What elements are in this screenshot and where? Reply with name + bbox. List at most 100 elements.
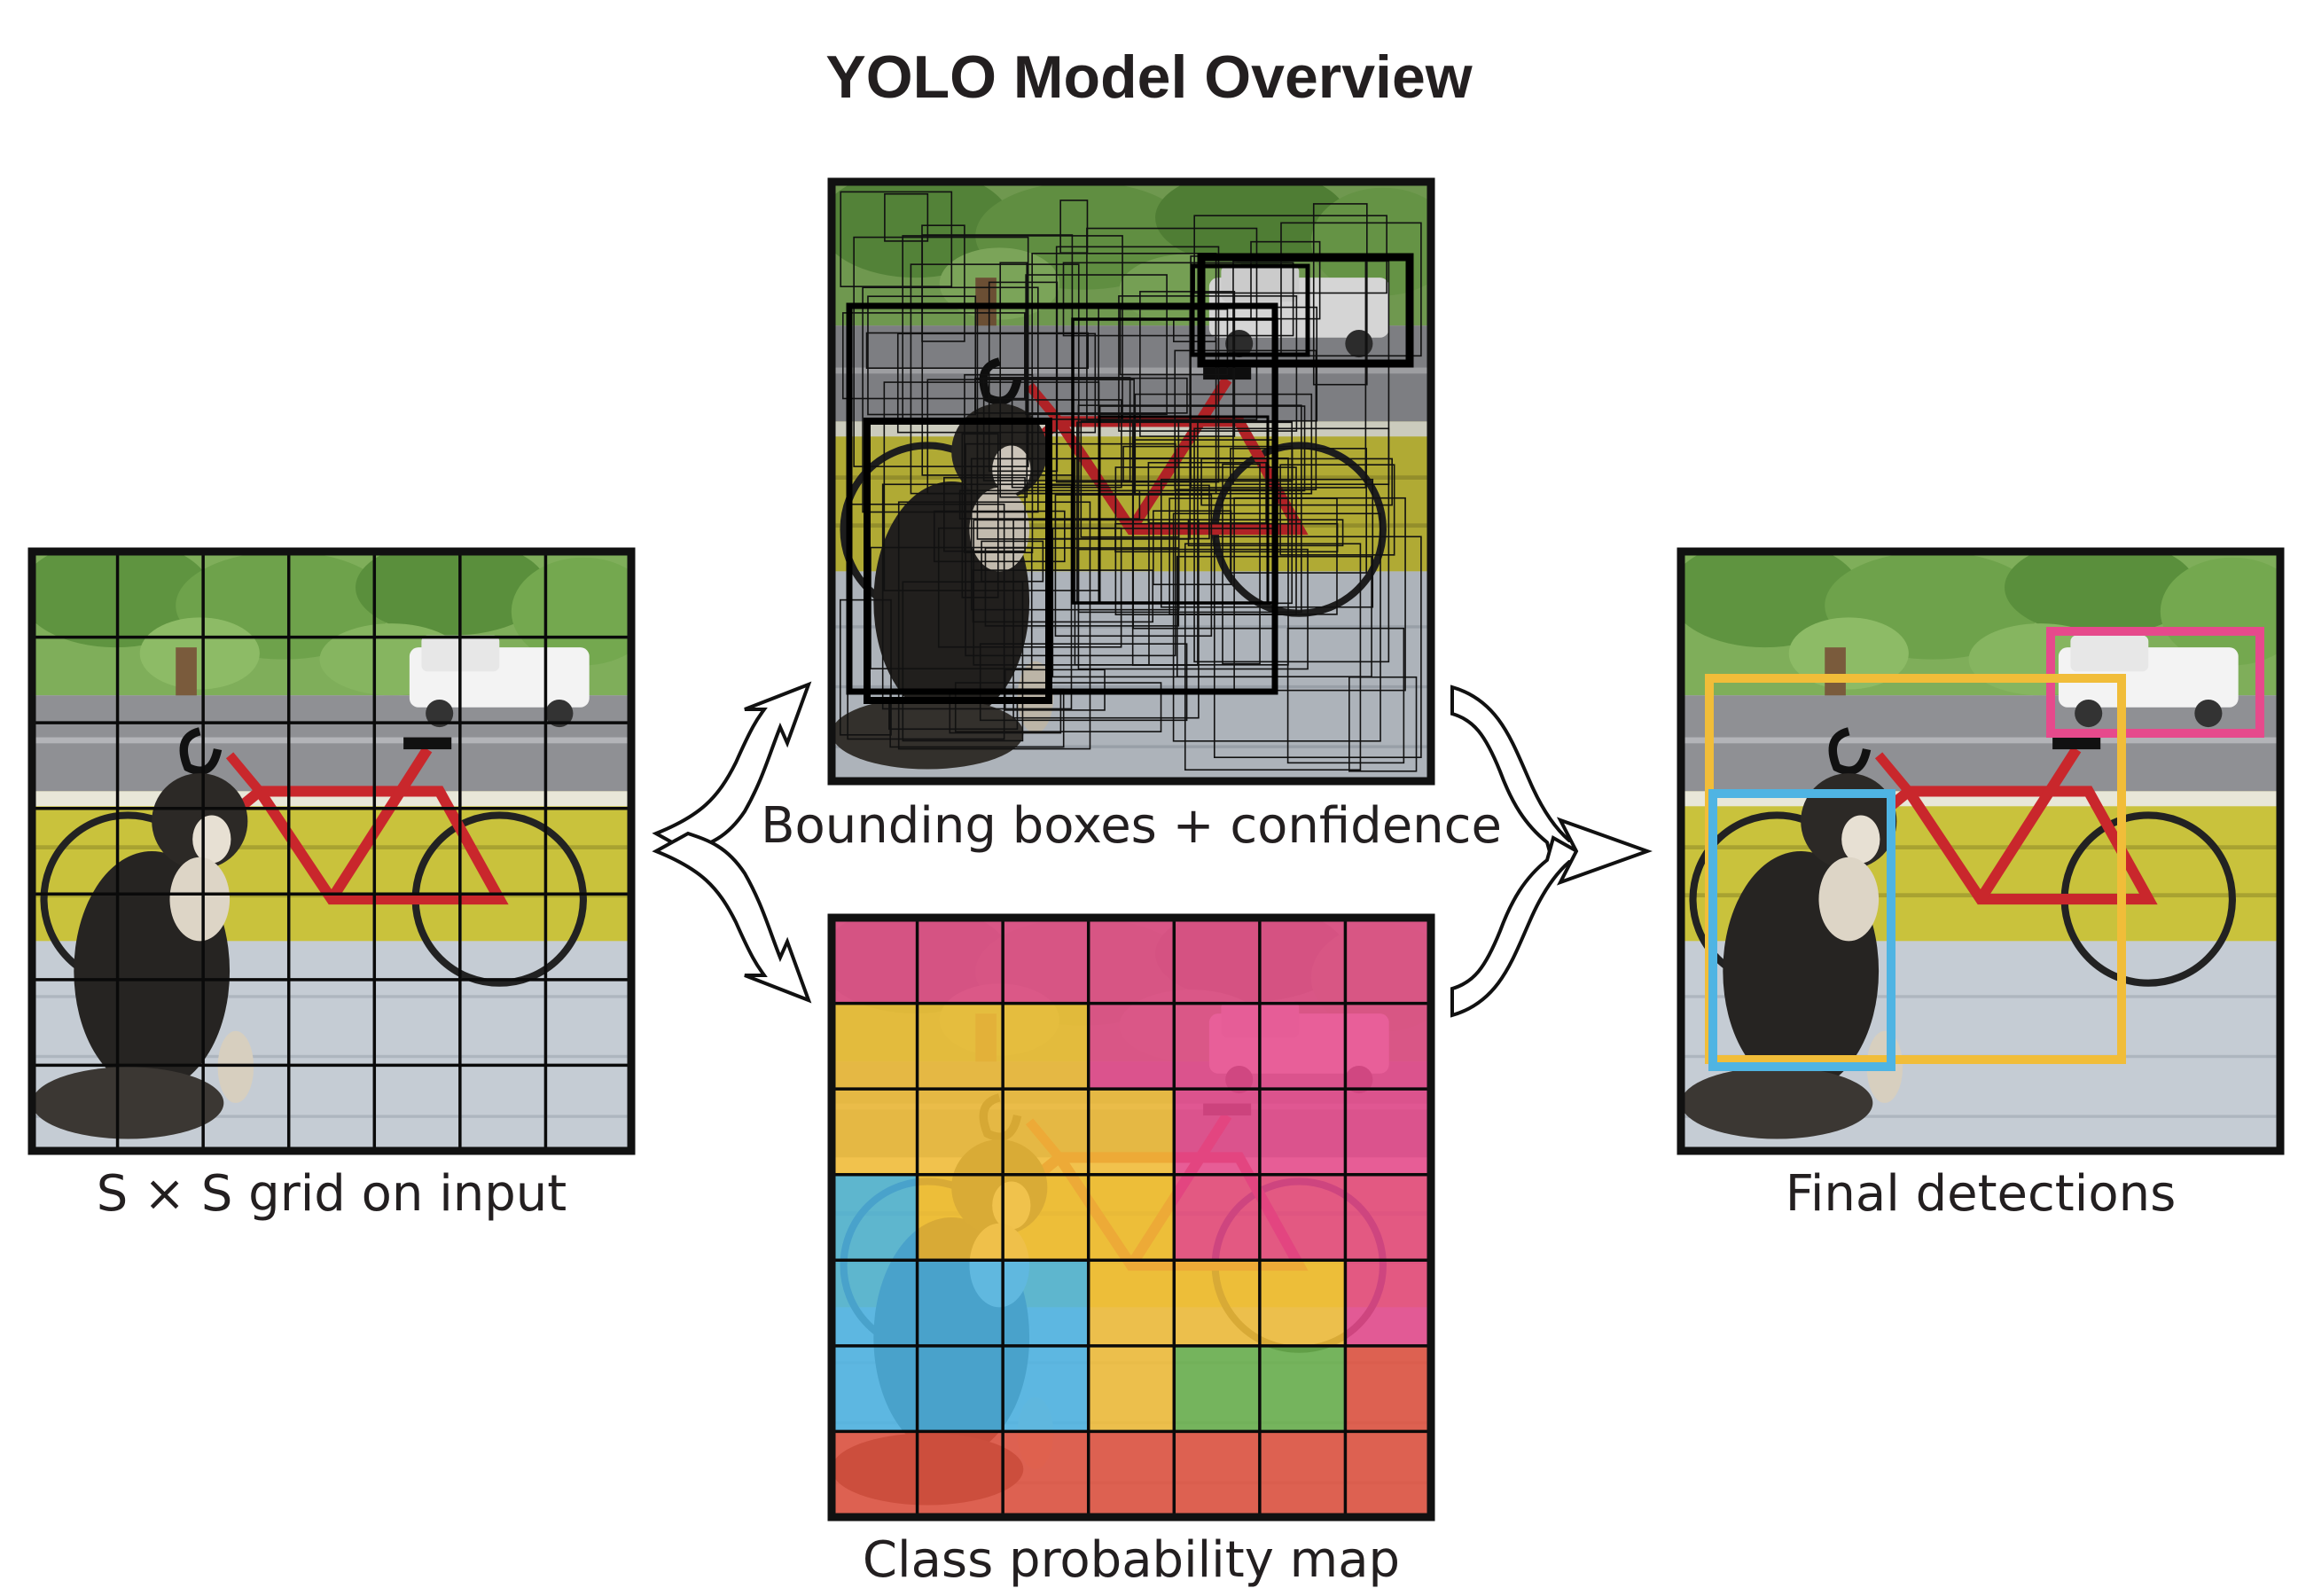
class-cell-red bbox=[1174, 1431, 1260, 1517]
arrow-to-bounding-boxes bbox=[652, 681, 812, 854]
candidate-box bbox=[1062, 262, 1294, 337]
class-probability-cells bbox=[832, 918, 1431, 1517]
candidate-box bbox=[961, 433, 999, 598]
class-cell-pink bbox=[1259, 1003, 1346, 1090]
class-cell-pink bbox=[1259, 918, 1346, 1004]
class-cell-pink bbox=[832, 918, 918, 1004]
class-cell-yellow bbox=[917, 1174, 1004, 1261]
merge-arrow bbox=[1450, 685, 1653, 1018]
class-cell-red bbox=[1259, 1431, 1346, 1517]
candidate-box bbox=[954, 682, 1162, 732]
candidate-box bbox=[1286, 627, 1405, 764]
candidate-box bbox=[1059, 200, 1089, 254]
class-cell-yellow bbox=[917, 1003, 1004, 1090]
class-probability-panel-frame bbox=[827, 913, 1435, 1522]
candidate-box bbox=[1280, 222, 1422, 357]
class-cell-pink bbox=[1174, 1089, 1260, 1175]
class-map-gridlines bbox=[832, 918, 1431, 1517]
high-confidence-box bbox=[1197, 253, 1414, 368]
class-cell-red bbox=[1345, 1431, 1431, 1517]
final-detections-panel bbox=[1677, 547, 2285, 1155]
class-cell-yellow bbox=[1003, 1003, 1089, 1090]
candidate-box bbox=[841, 312, 1026, 400]
input-grid-panel bbox=[27, 547, 636, 1155]
candidate-box bbox=[910, 263, 1080, 495]
candidate-box bbox=[1200, 458, 1393, 506]
candidate-boxes bbox=[839, 191, 1422, 772]
final-detections-caption: Final detections bbox=[1786, 1165, 2177, 1223]
class-cell-pink bbox=[1174, 1174, 1260, 1261]
class-cell-pink bbox=[1174, 918, 1260, 1004]
candidate-box bbox=[972, 569, 1154, 623]
input-caption: S × S grid on input bbox=[97, 1165, 567, 1223]
candidate-box bbox=[1080, 420, 1180, 538]
high-confidence-box bbox=[846, 302, 1278, 695]
class-cell-green bbox=[1174, 1345, 1260, 1432]
bounding-boxes-caption: Bounding boxes + confidence bbox=[761, 797, 1502, 855]
bounding-boxes-panel-frame bbox=[827, 177, 1435, 786]
class-cell-red bbox=[1345, 1345, 1431, 1432]
candidate-box bbox=[943, 476, 1026, 552]
candidate-box bbox=[1153, 510, 1232, 586]
input-gridlines bbox=[32, 552, 631, 1151]
class-cell-yellow bbox=[1088, 1174, 1175, 1261]
candidate-box bbox=[937, 527, 1122, 648]
candidate-box bbox=[965, 442, 1176, 657]
class-cell-green bbox=[1259, 1345, 1346, 1432]
split-arrow bbox=[652, 681, 812, 1004]
class-cell-pink bbox=[1259, 1174, 1346, 1261]
class-cell-pink bbox=[1345, 1260, 1431, 1346]
class-cell-yellow bbox=[1003, 1089, 1089, 1175]
high-confidence-box bbox=[864, 418, 1052, 704]
bounding-boxes-panel bbox=[827, 177, 1435, 786]
candidate-box bbox=[1077, 404, 1302, 614]
class-cell-blue bbox=[1003, 1345, 1089, 1432]
class-cell-blue bbox=[1003, 1260, 1089, 1346]
candidate-box bbox=[1074, 457, 1289, 666]
class-cell-blue bbox=[832, 1345, 918, 1432]
arrow-to-class-map bbox=[652, 831, 812, 1004]
candidate-box bbox=[1086, 227, 1258, 421]
candidate-box bbox=[1025, 274, 1168, 416]
candidate-box bbox=[988, 281, 1059, 473]
candidate-box bbox=[1250, 240, 1321, 320]
class-cell-yellow bbox=[1174, 1260, 1260, 1346]
candidate-box bbox=[1031, 253, 1217, 495]
class-probability-caption: Class probability map bbox=[863, 1531, 1400, 1589]
class-cell-pink bbox=[1003, 918, 1089, 1004]
class-cell-yellow bbox=[1088, 1260, 1175, 1346]
class-cell-pink bbox=[1345, 1174, 1431, 1261]
class-cell-pink bbox=[1088, 918, 1175, 1004]
class-cell-blue bbox=[917, 1345, 1004, 1432]
candidate-box bbox=[1213, 536, 1422, 759]
class-probability-panel bbox=[827, 913, 1435, 1522]
class-cell-yellow bbox=[832, 1003, 918, 1090]
class-cell-pink bbox=[1259, 1089, 1346, 1175]
class-cell-pink bbox=[1174, 1003, 1260, 1090]
candidate-box bbox=[1187, 519, 1344, 547]
class-cell-pink bbox=[1345, 918, 1431, 1004]
high-confidence-box bbox=[1190, 263, 1310, 357]
final-detections-panel-frame bbox=[1677, 547, 2285, 1155]
candidate-box bbox=[884, 192, 929, 242]
class-cell-red bbox=[917, 1431, 1004, 1517]
class-cell-pink bbox=[917, 918, 1004, 1004]
candidate-box bbox=[1312, 203, 1368, 386]
class-cell-yellow bbox=[832, 1089, 918, 1175]
candidate-box bbox=[981, 540, 1044, 583]
candidate-box bbox=[1348, 676, 1418, 772]
input-panel-frame bbox=[27, 547, 636, 1155]
class-cell-yellow bbox=[1003, 1174, 1089, 1261]
class-cell-yellow bbox=[1088, 1345, 1175, 1432]
detection-box-dog bbox=[1708, 789, 1895, 1071]
class-cell-pink bbox=[1345, 1003, 1431, 1090]
class-cell-blue bbox=[917, 1260, 1004, 1346]
high-confidence-box bbox=[1098, 415, 1270, 605]
class-cell-yellow bbox=[1259, 1260, 1346, 1346]
candidate-box bbox=[840, 191, 953, 287]
arrow-head-to-detections bbox=[1556, 817, 1653, 886]
diagram-title: YOLO Model Overview bbox=[825, 43, 1473, 111]
class-cell-blue bbox=[832, 1174, 918, 1261]
class-cell-pink bbox=[1345, 1089, 1431, 1175]
